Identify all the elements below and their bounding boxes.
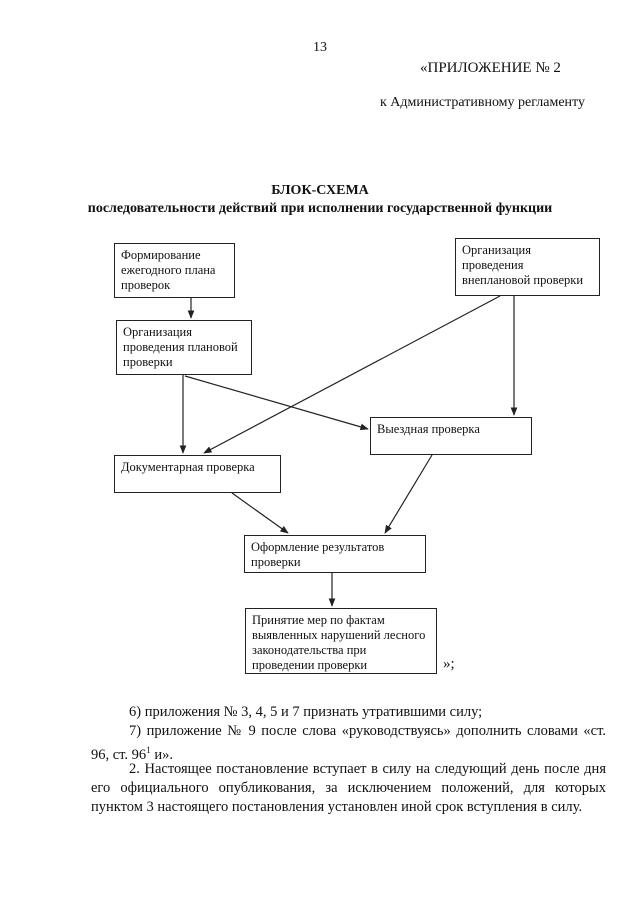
appendix-title: «ПРИЛОЖЕНИЕ № 2 <box>420 60 561 76</box>
scheme-subtitle: последовательности действий при исполнен… <box>87 201 553 216</box>
body-paragraph-2-superscript: 1 <box>146 745 151 755</box>
body-paragraph-3: 2. Настоящее постановление вступает в си… <box>91 761 606 815</box>
flow-box-onsite-inspection: Выездная проверка <box>370 417 532 455</box>
arrow-documentary-to-results <box>231 492 289 534</box>
appendix-subtitle: к Административному регламенту <box>380 95 585 110</box>
body-paragraph-2: 7) приложение № 9 после слова «руководст… <box>91 722 606 765</box>
scheme-title: БЛОК-СХЕМА <box>271 183 369 198</box>
body-paragraph-2-text: 7) приложение № 9 после слова «руководст… <box>91 723 606 763</box>
flowchart-end-mark: »; <box>443 656 455 672</box>
flow-box-unplanned-inspection: Организация проведения внеплановой прове… <box>455 238 600 296</box>
body-paragraph-2-end: и». <box>150 746 173 763</box>
arrow-onsite-to-results <box>384 454 433 534</box>
flow-box-planned-inspection: Организация проведения плановой проверки <box>116 320 252 375</box>
flow-box-annual-plan: Формирование ежегодного плана проверок <box>114 243 235 298</box>
flow-box-measures: Принятие мер по фактам выявленных наруше… <box>245 608 437 674</box>
page-number: 13 <box>313 40 327 55</box>
flow-box-results: Оформление результатов проверки <box>244 535 426 573</box>
flow-box-documentary-inspection: Документарная проверка <box>114 455 281 493</box>
arrow-unplanned-to-documentary <box>203 295 501 454</box>
body-paragraph-1: 6) приложения № 3, 4, 5 и 7 признать утр… <box>129 704 483 720</box>
arrow-planned-to-onsite <box>184 375 369 431</box>
